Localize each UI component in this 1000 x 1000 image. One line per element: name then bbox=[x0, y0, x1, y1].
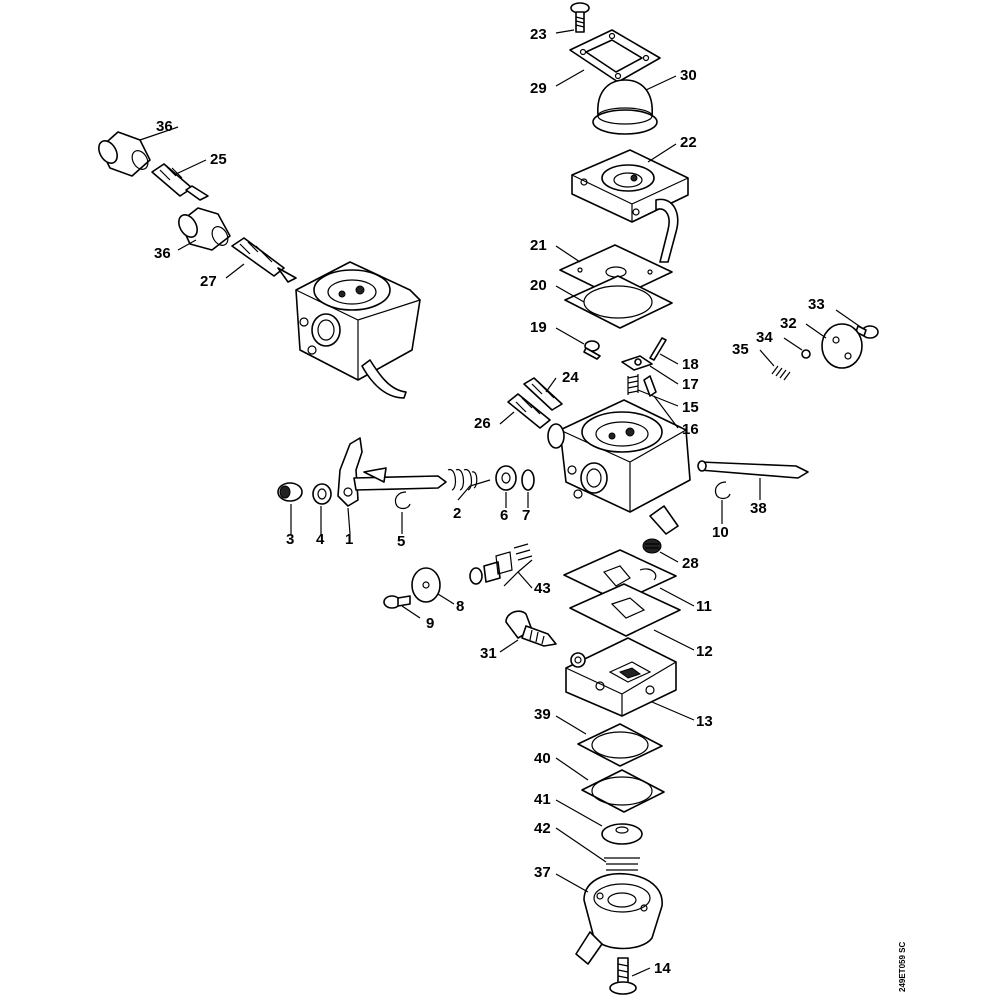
leader-lines bbox=[139, 29, 863, 977]
part-6-washer bbox=[495, 465, 517, 491]
callout-30: 30 bbox=[680, 67, 697, 84]
part-43-valve-set bbox=[469, 543, 533, 585]
part-39-gasket bbox=[577, 723, 663, 767]
part-3-nut bbox=[277, 482, 303, 502]
callout-26: 26 bbox=[474, 415, 491, 432]
callout-6: 6 bbox=[500, 507, 508, 524]
part-20-gasket bbox=[564, 275, 673, 329]
callout-31: 31 bbox=[480, 645, 497, 662]
callout-36-lower: 36 bbox=[154, 245, 171, 262]
part-29-gasket bbox=[569, 29, 661, 83]
part-36-cap-lower bbox=[178, 207, 231, 251]
part-31-adjusting-screw bbox=[505, 610, 557, 647]
callout-17: 17 bbox=[682, 376, 699, 393]
part-17-lever bbox=[621, 355, 653, 371]
part-41-disc bbox=[601, 823, 643, 845]
part-11-gasket bbox=[563, 549, 677, 603]
part-28-strainer bbox=[642, 538, 662, 554]
carburetor-body bbox=[547, 399, 691, 535]
callout-5: 5 bbox=[397, 533, 405, 550]
part-4-washer bbox=[312, 483, 332, 505]
callout-11: 11 bbox=[696, 598, 712, 615]
carburetor-body-assembled bbox=[295, 261, 421, 399]
part-2-spring bbox=[447, 469, 478, 491]
part-35-spring bbox=[771, 365, 791, 381]
part-15-spring bbox=[627, 374, 639, 395]
part-5-e-clip bbox=[394, 491, 411, 510]
callout-23: 23 bbox=[530, 26, 547, 43]
callout-7: 7 bbox=[522, 507, 530, 524]
part-30-primer-bulb bbox=[592, 79, 658, 135]
callout-33: 33 bbox=[808, 296, 825, 313]
callout-16: 16 bbox=[682, 421, 699, 438]
callout-37: 37 bbox=[534, 864, 551, 881]
callout-8: 8 bbox=[456, 598, 464, 615]
callout-20: 20 bbox=[530, 277, 547, 294]
part-25-adjusting-screw bbox=[151, 163, 209, 201]
callout-21: 21 bbox=[530, 237, 547, 254]
part-7-washer bbox=[521, 469, 535, 491]
callout-14: 14 bbox=[654, 960, 671, 977]
callout-2: 2 bbox=[453, 505, 461, 522]
part-8-plate bbox=[411, 567, 441, 603]
callout-19: 19 bbox=[530, 319, 547, 336]
part-40-diaphragm bbox=[581, 769, 665, 813]
callout-24: 24 bbox=[562, 369, 579, 386]
callout-41: 41 bbox=[534, 791, 551, 808]
part-16-inlet-needle bbox=[643, 375, 657, 397]
callout-4: 4 bbox=[316, 531, 325, 548]
part-23-screw bbox=[570, 2, 590, 33]
part-34-ball bbox=[801, 349, 811, 359]
callout-43: 43 bbox=[534, 580, 551, 597]
part-42-spring bbox=[604, 857, 640, 877]
callout-38: 38 bbox=[750, 500, 767, 517]
part-24-adjusting-screw bbox=[523, 377, 563, 411]
part-33-screw bbox=[855, 325, 879, 339]
callout-42: 42 bbox=[534, 820, 551, 837]
callout-labels: 23 29 30 22 36 25 36 27 21 20 19 18 17 1… bbox=[154, 26, 825, 977]
part-9-screw bbox=[383, 595, 411, 609]
part-14-screw bbox=[609, 957, 637, 995]
callout-27: 27 bbox=[200, 273, 217, 290]
callout-15: 15 bbox=[682, 399, 699, 416]
callout-35: 35 bbox=[732, 341, 749, 358]
callout-18: 18 bbox=[682, 356, 699, 373]
part-13-metering-cover bbox=[565, 637, 677, 717]
part-32-choke-plate bbox=[821, 323, 863, 369]
part-22-pump-cover bbox=[571, 149, 689, 263]
callout-1: 1 bbox=[345, 531, 353, 548]
part-37-pump-housing bbox=[575, 872, 663, 965]
callout-10: 10 bbox=[712, 524, 729, 541]
part-12-gasket bbox=[569, 583, 681, 637]
callout-22: 22 bbox=[680, 134, 697, 151]
callout-40: 40 bbox=[534, 750, 551, 767]
part-19-screw bbox=[583, 340, 601, 360]
callout-9: 9 bbox=[426, 615, 434, 632]
callout-36-top: 36 bbox=[156, 118, 173, 135]
callout-13: 13 bbox=[696, 713, 713, 730]
part-38-choke-shaft bbox=[697, 460, 809, 479]
part-27-adjusting-screw bbox=[231, 237, 297, 283]
callout-39: 39 bbox=[534, 706, 551, 723]
drawing-reference-code: 249ET059 SC bbox=[898, 942, 907, 992]
part-26-adjusting-screw bbox=[507, 393, 551, 429]
callout-12: 12 bbox=[696, 643, 713, 660]
callout-25: 25 bbox=[210, 151, 227, 168]
part-1-throttle-shaft bbox=[337, 437, 447, 507]
callout-34: 34 bbox=[756, 329, 773, 346]
callout-3: 3 bbox=[286, 531, 294, 548]
part-36-cap-top bbox=[98, 131, 151, 177]
callout-32: 32 bbox=[780, 315, 797, 332]
part-10-e-clip bbox=[714, 481, 731, 500]
part-18-pin bbox=[649, 337, 667, 361]
callout-29: 29 bbox=[530, 80, 547, 97]
callout-28: 28 bbox=[682, 555, 699, 572]
